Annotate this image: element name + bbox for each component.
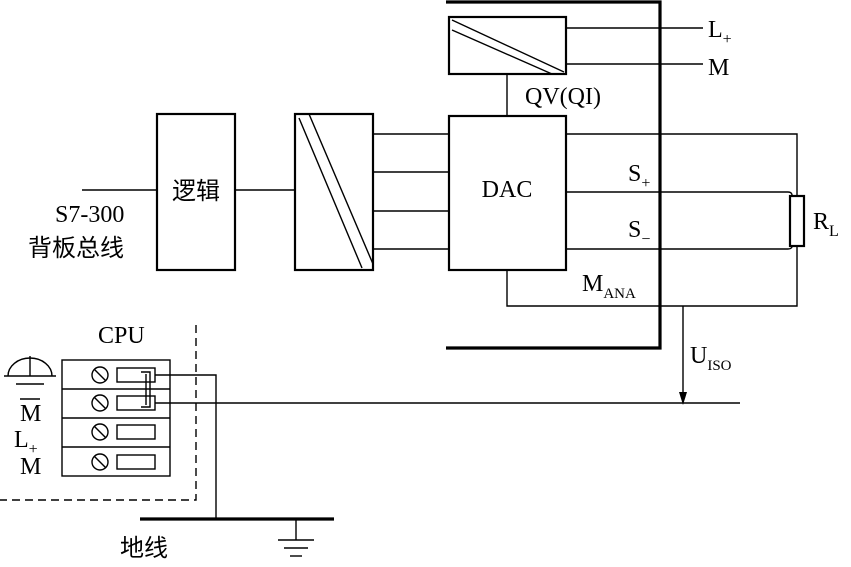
psu-diagonal-2 (451, 29, 553, 75)
mana-line (506, 246, 798, 307)
rl-label: RL (813, 209, 839, 240)
bus-label-line2: 背板总线 (28, 234, 124, 262)
isolator-diagonal-1 (298, 117, 363, 269)
cpu-enclosure (0, 325, 197, 501)
cpu-lplus-label: L+ (14, 427, 38, 458)
lplus-label: L+ (708, 17, 732, 48)
psu-diagonal-1 (451, 19, 565, 73)
chassis-ground-icon (4, 356, 56, 385)
mana-label: MANA (582, 271, 636, 302)
bus-label-line1: S7-300 (55, 202, 124, 228)
mbar-label: M (20, 401, 41, 427)
sminus-label: S− (628, 217, 650, 248)
terminal-3 (91, 423, 156, 441)
qv-label: QV(QI) (525, 84, 601, 110)
isolator-block (293, 112, 375, 272)
terminal-2 (91, 394, 156, 412)
m-top-label: M (708, 55, 729, 81)
cpu-label: CPU (98, 323, 145, 349)
isolator-diagonal-2 (308, 113, 374, 265)
qv-output-line (566, 133, 798, 196)
ground-label: 地线 (120, 534, 168, 562)
splus-label: S+ (628, 161, 650, 192)
uiso-arrowhead (679, 392, 687, 405)
logic-label: 逻辑 (172, 177, 220, 205)
terminal-jumper (141, 371, 151, 408)
uiso-label: UISO (690, 343, 732, 374)
module-enclosure (446, 0, 662, 350)
logic-block (155, 112, 237, 272)
dac-label: DAC (482, 177, 533, 203)
load-resistor (788, 194, 806, 248)
earth-ground-icon (278, 519, 314, 557)
terminal-4 (91, 453, 156, 471)
cpu-m-label: M (20, 454, 41, 480)
cpu-ground-wire (155, 374, 217, 519)
